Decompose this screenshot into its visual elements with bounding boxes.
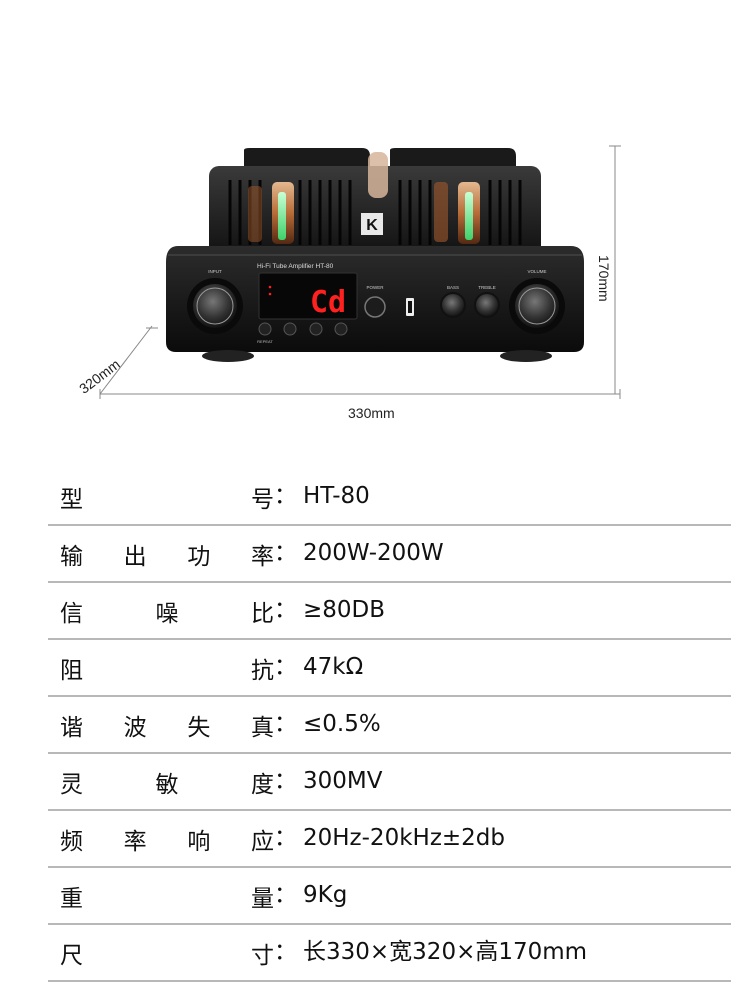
transport-buttons: REPEAT [257,322,348,344]
spec-label-char: 功 [187,543,211,570]
spec-value: HT-80 [303,483,370,509]
spec-row: 频 率 响 应：20Hz-20kHz±2db [48,811,731,868]
cage-grille [228,180,522,245]
spec-label-char: 出 [123,543,147,570]
spec-label-char: 比 [251,600,274,627]
spec-label: 频率响应 [60,811,274,866]
spec-label-char: 谐 [60,714,83,741]
spec-label: 信噪比 [60,583,274,638]
spec-label-char: 失 [187,714,211,741]
height-dimension-label: 170mm [596,255,612,302]
brand-logo [361,213,383,235]
spec-label: 灵敏度 [60,754,274,809]
spec-row: 输 出 功 率：200W-200W [48,526,731,583]
spec-label: 输出功率 [60,526,274,581]
power-button: POWER [364,285,386,318]
svg-text:BASS: BASS [447,285,459,290]
spec-label-char: 量 [251,885,274,912]
spec-colon: ： [274,825,297,851]
spec-label-char: 噪 [155,600,179,627]
spec-label-char: 信 [60,600,83,627]
spec-row: 信 噪 比：≥80DB [48,583,731,640]
svg-text:VOLUME: VOLUME [527,269,546,274]
spec-label: 型号 [60,469,274,524]
vacuum-tubes [248,152,480,244]
spec-label-char: 频 [60,828,83,855]
spec-label-char: 尺 [60,942,83,969]
svg-text:TREBLE: TREBLE [478,285,496,290]
spec-colon: ： [274,711,297,737]
transformer-covers [244,148,516,170]
input-knob: INPUT [187,269,243,334]
spec-label-char: 灵 [60,771,83,798]
spec-label-char: 阻 [60,657,83,684]
spec-label-char: 响 [187,828,211,855]
spec-label-char: 率 [123,828,147,855]
treble-knob: TREBLE [474,285,500,318]
amplifier-illustration: K Hi-Fi Tube Amplifier HT-80 INPUT VOLUM… [99,145,621,399]
svg-text:K: K [366,217,378,234]
led-display [258,272,358,320]
bass-knob: BASS [440,285,466,318]
spec-value: 20Hz-20kHz±2db [303,825,505,851]
spec-row: 型号：HT-80 [48,469,731,526]
spec-colon: ： [274,882,297,908]
spec-row: 灵 敏 度：300MV [48,754,731,811]
spec-label-char: 重 [60,885,83,912]
spec-row: 重量：9Kg [48,868,731,925]
spec-label-char: 真 [250,714,274,741]
spec-label: 尺寸 [60,925,274,980]
spec-row: 阻抗：47kΩ [48,640,731,697]
spec-colon: ： [274,768,297,794]
spec-label-char: 敏 [155,771,179,798]
spec-row: 谐 波 失 真：≤0.5% [48,697,731,754]
spec-row: 尺寸：长330×宽320×高170mm [48,925,731,982]
spec-value: 47kΩ [303,654,364,680]
spec-value: ≤0.5% [303,711,381,737]
spec-colon: ： [274,654,297,680]
spec-label-char: 号 [251,486,274,513]
spec-value: 长330×宽320×高170mm [303,939,588,965]
svg-text:REPEAT: REPEAT [257,339,273,344]
spec-label-char: 寸 [251,942,274,969]
spec-label: 谐波失真 [60,697,274,752]
dimension-lines [99,145,621,399]
svg-text:INPUT: INPUT [208,269,222,274]
width-dimension-label: 330mm [348,405,395,421]
spec-label-char: 度 [251,771,274,798]
spec-label: 重量 [60,868,274,923]
spec-label-char: 波 [123,714,147,741]
spec-colon: ： [274,939,297,965]
spec-label: 阻抗 [60,640,274,695]
product-image: K Hi-Fi Tube Amplifier HT-80 INPUT VOLUM… [0,0,750,440]
spec-value: ≥80DB [303,597,386,623]
svg-text:Hi-Fi Tube Amplifier HT-80: Hi-Fi Tube Amplifier HT-80 [257,263,334,270]
spec-label-char: 输 [60,543,83,570]
spec-value: 300MV [303,768,383,794]
spec-colon: ： [274,597,297,623]
spec-label-char: 率 [250,543,274,570]
svg-text:POWER: POWER [366,285,384,290]
svg-text:Cd: Cd [310,285,346,320]
volume-knob: VOLUME [509,269,565,334]
spec-value: 200W-200W [303,540,444,566]
spec-colon: ： [274,540,297,566]
spec-value: 9Kg [303,882,348,908]
spec-colon: ： [274,483,297,509]
spec-label-char: 抗 [251,657,274,684]
spec-label-char: 型 [60,486,83,513]
spec-label-char: 应 [250,828,274,855]
